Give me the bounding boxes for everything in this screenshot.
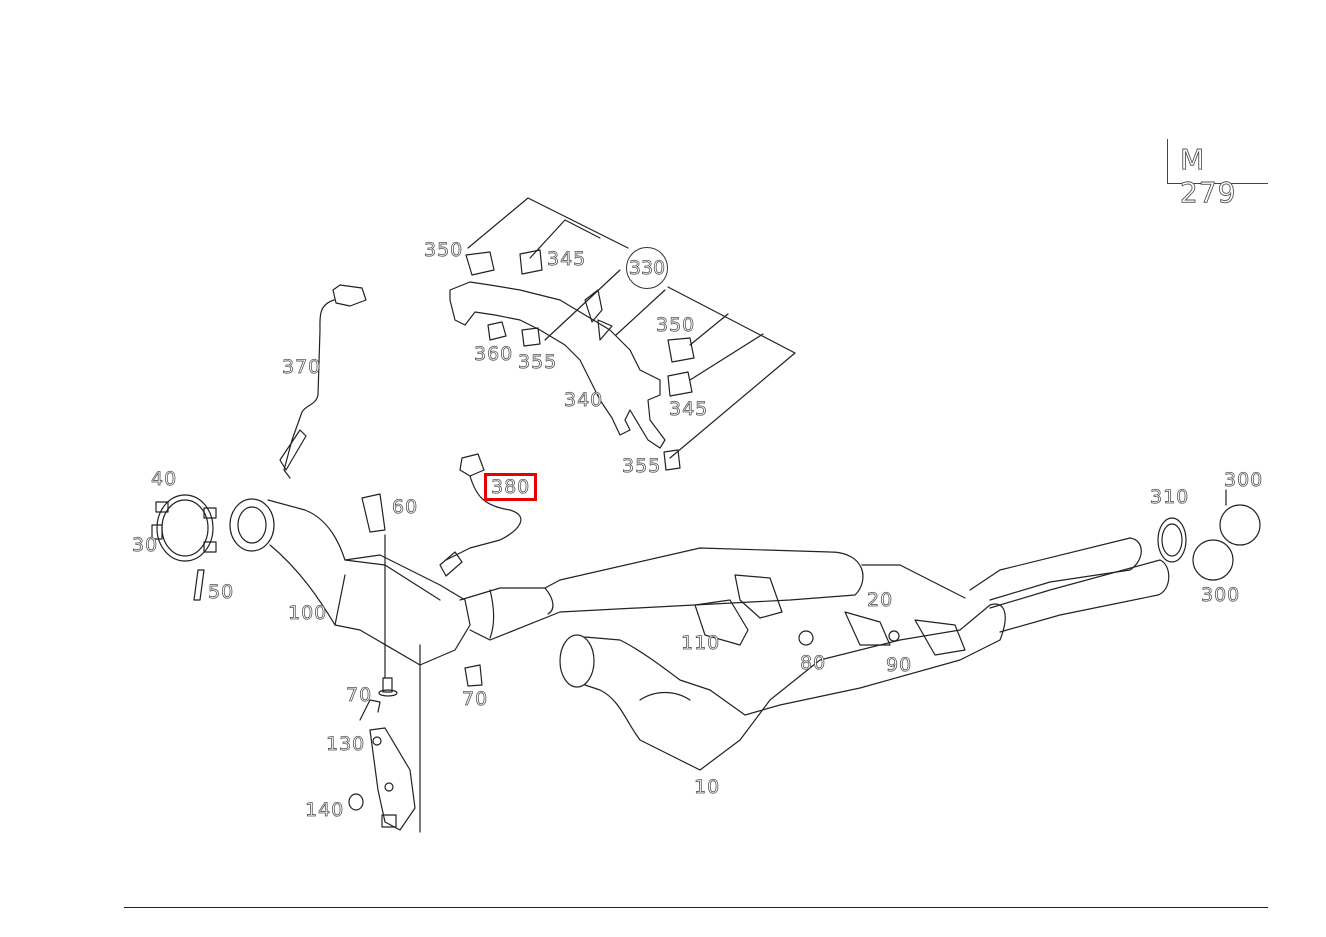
bracket-340-shape: [449, 281, 666, 449]
oxygen-sensor-370-shape: [279, 284, 367, 479]
callout-330[interactable]: 330: [626, 247, 668, 289]
footer-divider: [124, 907, 1268, 908]
rings-clamps-shape: [1157, 489, 1261, 581]
callout-100[interactable]: 100: [288, 602, 328, 624]
callout-340[interactable]: 340: [564, 389, 604, 411]
clamp-30-40-shape: [151, 494, 217, 601]
callout-345[interactable]: 345: [547, 248, 587, 270]
callout-70-b[interactable]: 70: [462, 688, 489, 710]
rear-pipes-shape: [861, 537, 1170, 633]
callout-20[interactable]: 20: [867, 589, 894, 611]
callout-10[interactable]: 10: [694, 776, 721, 798]
callout-70[interactable]: 70: [346, 684, 373, 706]
callout-300-b[interactable]: 300: [1201, 584, 1241, 606]
callout-350-b[interactable]: 350: [656, 314, 696, 336]
callout-50[interactable]: 50: [208, 581, 235, 603]
catalytic-converter-100-shape: [229, 498, 471, 666]
clip-parts: [465, 249, 695, 471]
callout-345-b[interactable]: 345: [669, 398, 709, 420]
rubber-mounts-shape: [694, 574, 966, 656]
callout-80[interactable]: 80: [800, 652, 827, 674]
callout-300[interactable]: 300: [1224, 469, 1264, 491]
callout-130[interactable]: 130: [326, 733, 366, 755]
callout-110[interactable]: 110: [681, 632, 721, 654]
callout-90[interactable]: 90: [886, 654, 913, 676]
front-pipe-shape: [459, 547, 864, 641]
callout-350[interactable]: 350: [424, 239, 464, 261]
callout-310[interactable]: 310: [1150, 486, 1190, 508]
model-code-box: M 279: [1167, 139, 1268, 209]
callout-60[interactable]: 60: [392, 496, 419, 518]
callout-370[interactable]: 370: [282, 356, 322, 378]
callout-380-highlighted[interactable]: 380: [484, 473, 538, 501]
oxygen-sensor-380-shape: [439, 453, 522, 577]
callout-360[interactable]: 360: [474, 343, 514, 365]
callout-355-b[interactable]: 355: [622, 455, 662, 477]
bracket-assembly-leaders: [467, 197, 796, 459]
model-code: M 279: [1180, 143, 1237, 210]
callout-30[interactable]: 30: [132, 534, 159, 556]
catalytic-converter-10-shape: [559, 603, 1006, 771]
callout-40[interactable]: 40: [151, 468, 178, 490]
callout-140[interactable]: 140: [305, 799, 345, 821]
bracket-130-shape: [348, 493, 483, 833]
callout-355[interactable]: 355: [518, 351, 558, 373]
